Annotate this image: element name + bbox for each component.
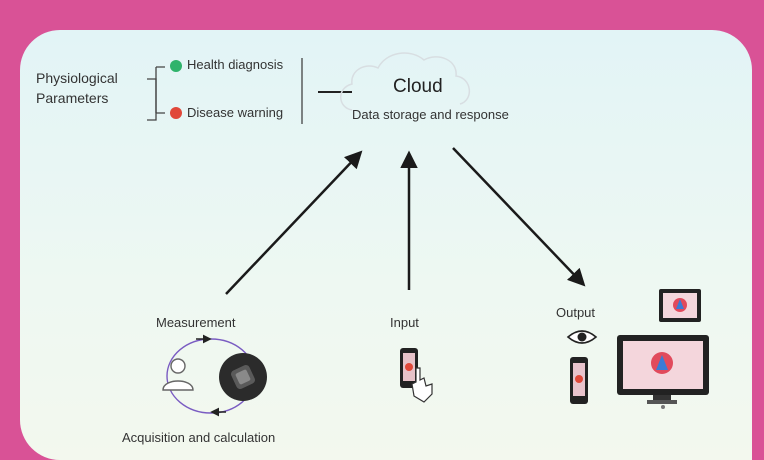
smartwatch-icon [219, 353, 267, 401]
cloud-icon [340, 52, 470, 111]
phone-icon [570, 357, 588, 404]
measurement-arrow [225, 150, 363, 295]
health-status-dot [170, 60, 182, 72]
output-arrow [452, 147, 586, 287]
acquisition-label: Acquisition and calculation [122, 430, 276, 445]
physiological-label-line2: Parameters [36, 90, 109, 106]
cloud-subtitle: Data storage and response [352, 107, 509, 122]
parameter-bracket [147, 66, 165, 121]
disease-warning-label: Disease warning [187, 105, 284, 120]
output-label: Output [556, 305, 596, 320]
eye-icon [566, 330, 598, 344]
tablet-icon [659, 289, 701, 322]
physiological-label-line1: Physiological [36, 70, 118, 86]
warning-status-dot [170, 107, 182, 119]
cloud-title: Cloud [393, 76, 443, 97]
input-label: Input [390, 315, 419, 330]
measurement-label: Measurement [156, 315, 236, 330]
health-diagnosis-label: Health diagnosis [187, 57, 284, 72]
person-icon [162, 358, 194, 391]
monitor-icon [617, 335, 709, 409]
phone-touch-icon [400, 348, 433, 403]
